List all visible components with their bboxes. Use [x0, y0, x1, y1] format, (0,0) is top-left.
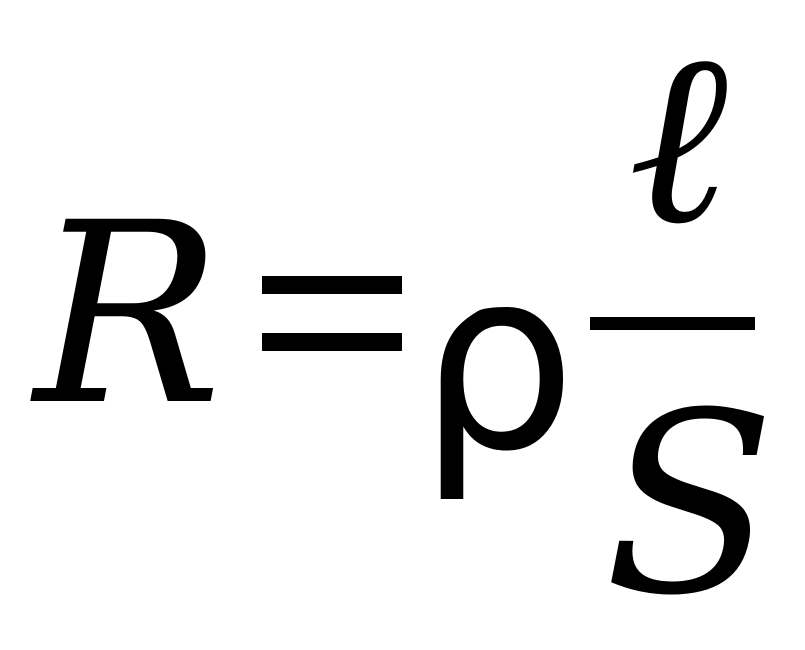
resistance-formula: R ρ ℓ S	[34, 0, 775, 630]
fraction-bar	[590, 317, 755, 330]
equals-sign-bottom-bar	[262, 333, 402, 351]
equals-sign-top-bar	[262, 276, 402, 294]
formula-coefficient: ρ	[418, 215, 577, 506]
formula-lhs: R	[34, 169, 223, 460]
fraction-denominator: S	[604, 359, 776, 650]
fraction-numerator: ℓ	[628, 0, 728, 278]
